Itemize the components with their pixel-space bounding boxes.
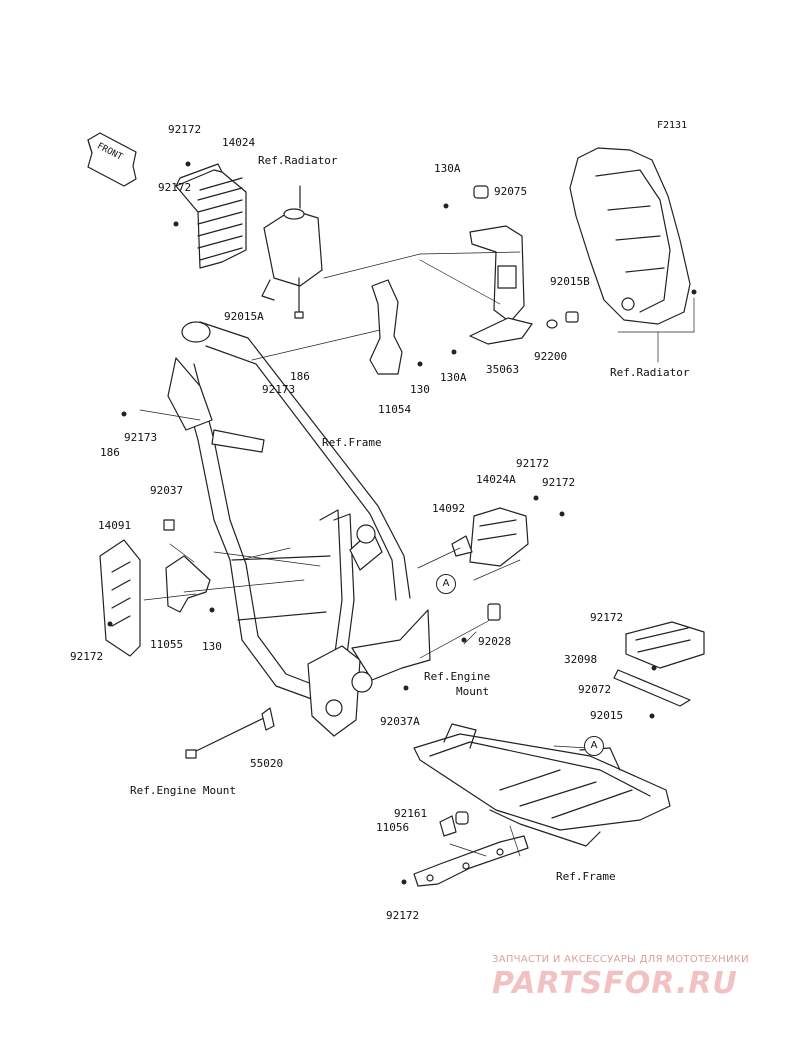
guard-14024A-icon: [469, 507, 529, 567]
sub-frame-icon: [413, 723, 671, 847]
part-label-92015A: 92015A: [224, 310, 264, 323]
watermark-tagline: ЗАПЧАСТИ И АКСЕССУАРЫ ДЛЯ МОТОТЕХНИКИ: [492, 954, 749, 965]
ref-frame-top-label: Ref.Frame: [322, 436, 382, 449]
callout-a-upper: A: [436, 574, 456, 594]
part-label-92037: 92037: [150, 484, 184, 497]
guard-14091-icon: [99, 539, 141, 657]
part-label-92172-g: 92172: [386, 909, 420, 922]
part-label-186-a: 186: [290, 370, 310, 383]
radiator-shroud-right-icon: [569, 147, 691, 325]
part-label-92075: 92075: [494, 185, 528, 198]
ref-frame-bottom-label: Ref.Frame: [556, 870, 616, 883]
part-label-92172-e: 92172: [70, 650, 104, 663]
ref-engine-mount-right-label-2: Mount: [456, 685, 490, 698]
bracket-11054-icon: [369, 279, 403, 375]
part-label-11056: 11056: [376, 821, 410, 834]
part-label-92028: 92028: [478, 635, 512, 648]
part-label-11055: 11055: [150, 638, 184, 651]
watermark-logo: PARTSFOR.RU: [492, 966, 738, 1001]
bracket-35063-icon: [469, 225, 533, 345]
part-label-11054: 11054: [378, 403, 412, 416]
ref-engine-mount-left-label: Ref.Engine Mount: [130, 784, 236, 797]
part-label-14024: 14024: [222, 136, 256, 149]
part-label-92172-b: 92172: [158, 181, 192, 194]
part-label-92015: 92015: [590, 709, 624, 722]
part-label-130-low: 130: [202, 640, 222, 653]
part-label-92015B: 92015B: [550, 275, 590, 288]
part-label-130-mid: 130: [410, 383, 430, 396]
radiator-shroud-left-icon: [175, 163, 247, 269]
part-label-92161: 92161: [394, 807, 428, 820]
part-label-92172-a: 92172: [168, 123, 202, 136]
ref-radiator-right-label: Ref.Radiator: [610, 366, 690, 379]
part-label-14024A: 14024A: [476, 473, 516, 486]
main-frame-icon: [167, 321, 431, 737]
part-label-92200: 92200: [534, 350, 568, 363]
bracket-11056-icon: [413, 835, 529, 887]
radiator-reservoir-icon: [261, 185, 323, 301]
part-label-92172-d: 92172: [542, 476, 576, 489]
ref-radiator-top-label: Ref.Radiator: [258, 154, 338, 167]
bracket-11055-icon: [165, 555, 211, 613]
part-label-14092: 14092: [432, 502, 466, 515]
part-label-92173-a: 92173: [262, 383, 296, 396]
part-label-92172-c: 92172: [516, 457, 550, 470]
part-label-14091: 14091: [98, 519, 132, 532]
battery-case-32098-icon: [613, 621, 705, 707]
part-label-32098: 32098: [564, 653, 598, 666]
part-label-130A-top: 130A: [434, 162, 461, 175]
part-label-92172-f: 92172: [590, 611, 624, 624]
part-label-92037A: 92037A: [380, 715, 420, 728]
figure-id: F2131: [657, 120, 688, 131]
part-label-92072: 92072: [578, 683, 612, 696]
front-arrow-icon: [87, 132, 137, 187]
ref-engine-mount-right-label-1: Ref.Engine: [424, 670, 491, 683]
part-label-55020: 55020: [250, 757, 284, 770]
part-label-130A-bottom: 130A: [440, 371, 467, 384]
part-label-92173-b: 92173: [124, 431, 158, 444]
part-label-186-b: 186: [100, 446, 120, 459]
part-label-35063: 35063: [486, 363, 520, 376]
callout-a-lower: A: [584, 736, 604, 756]
